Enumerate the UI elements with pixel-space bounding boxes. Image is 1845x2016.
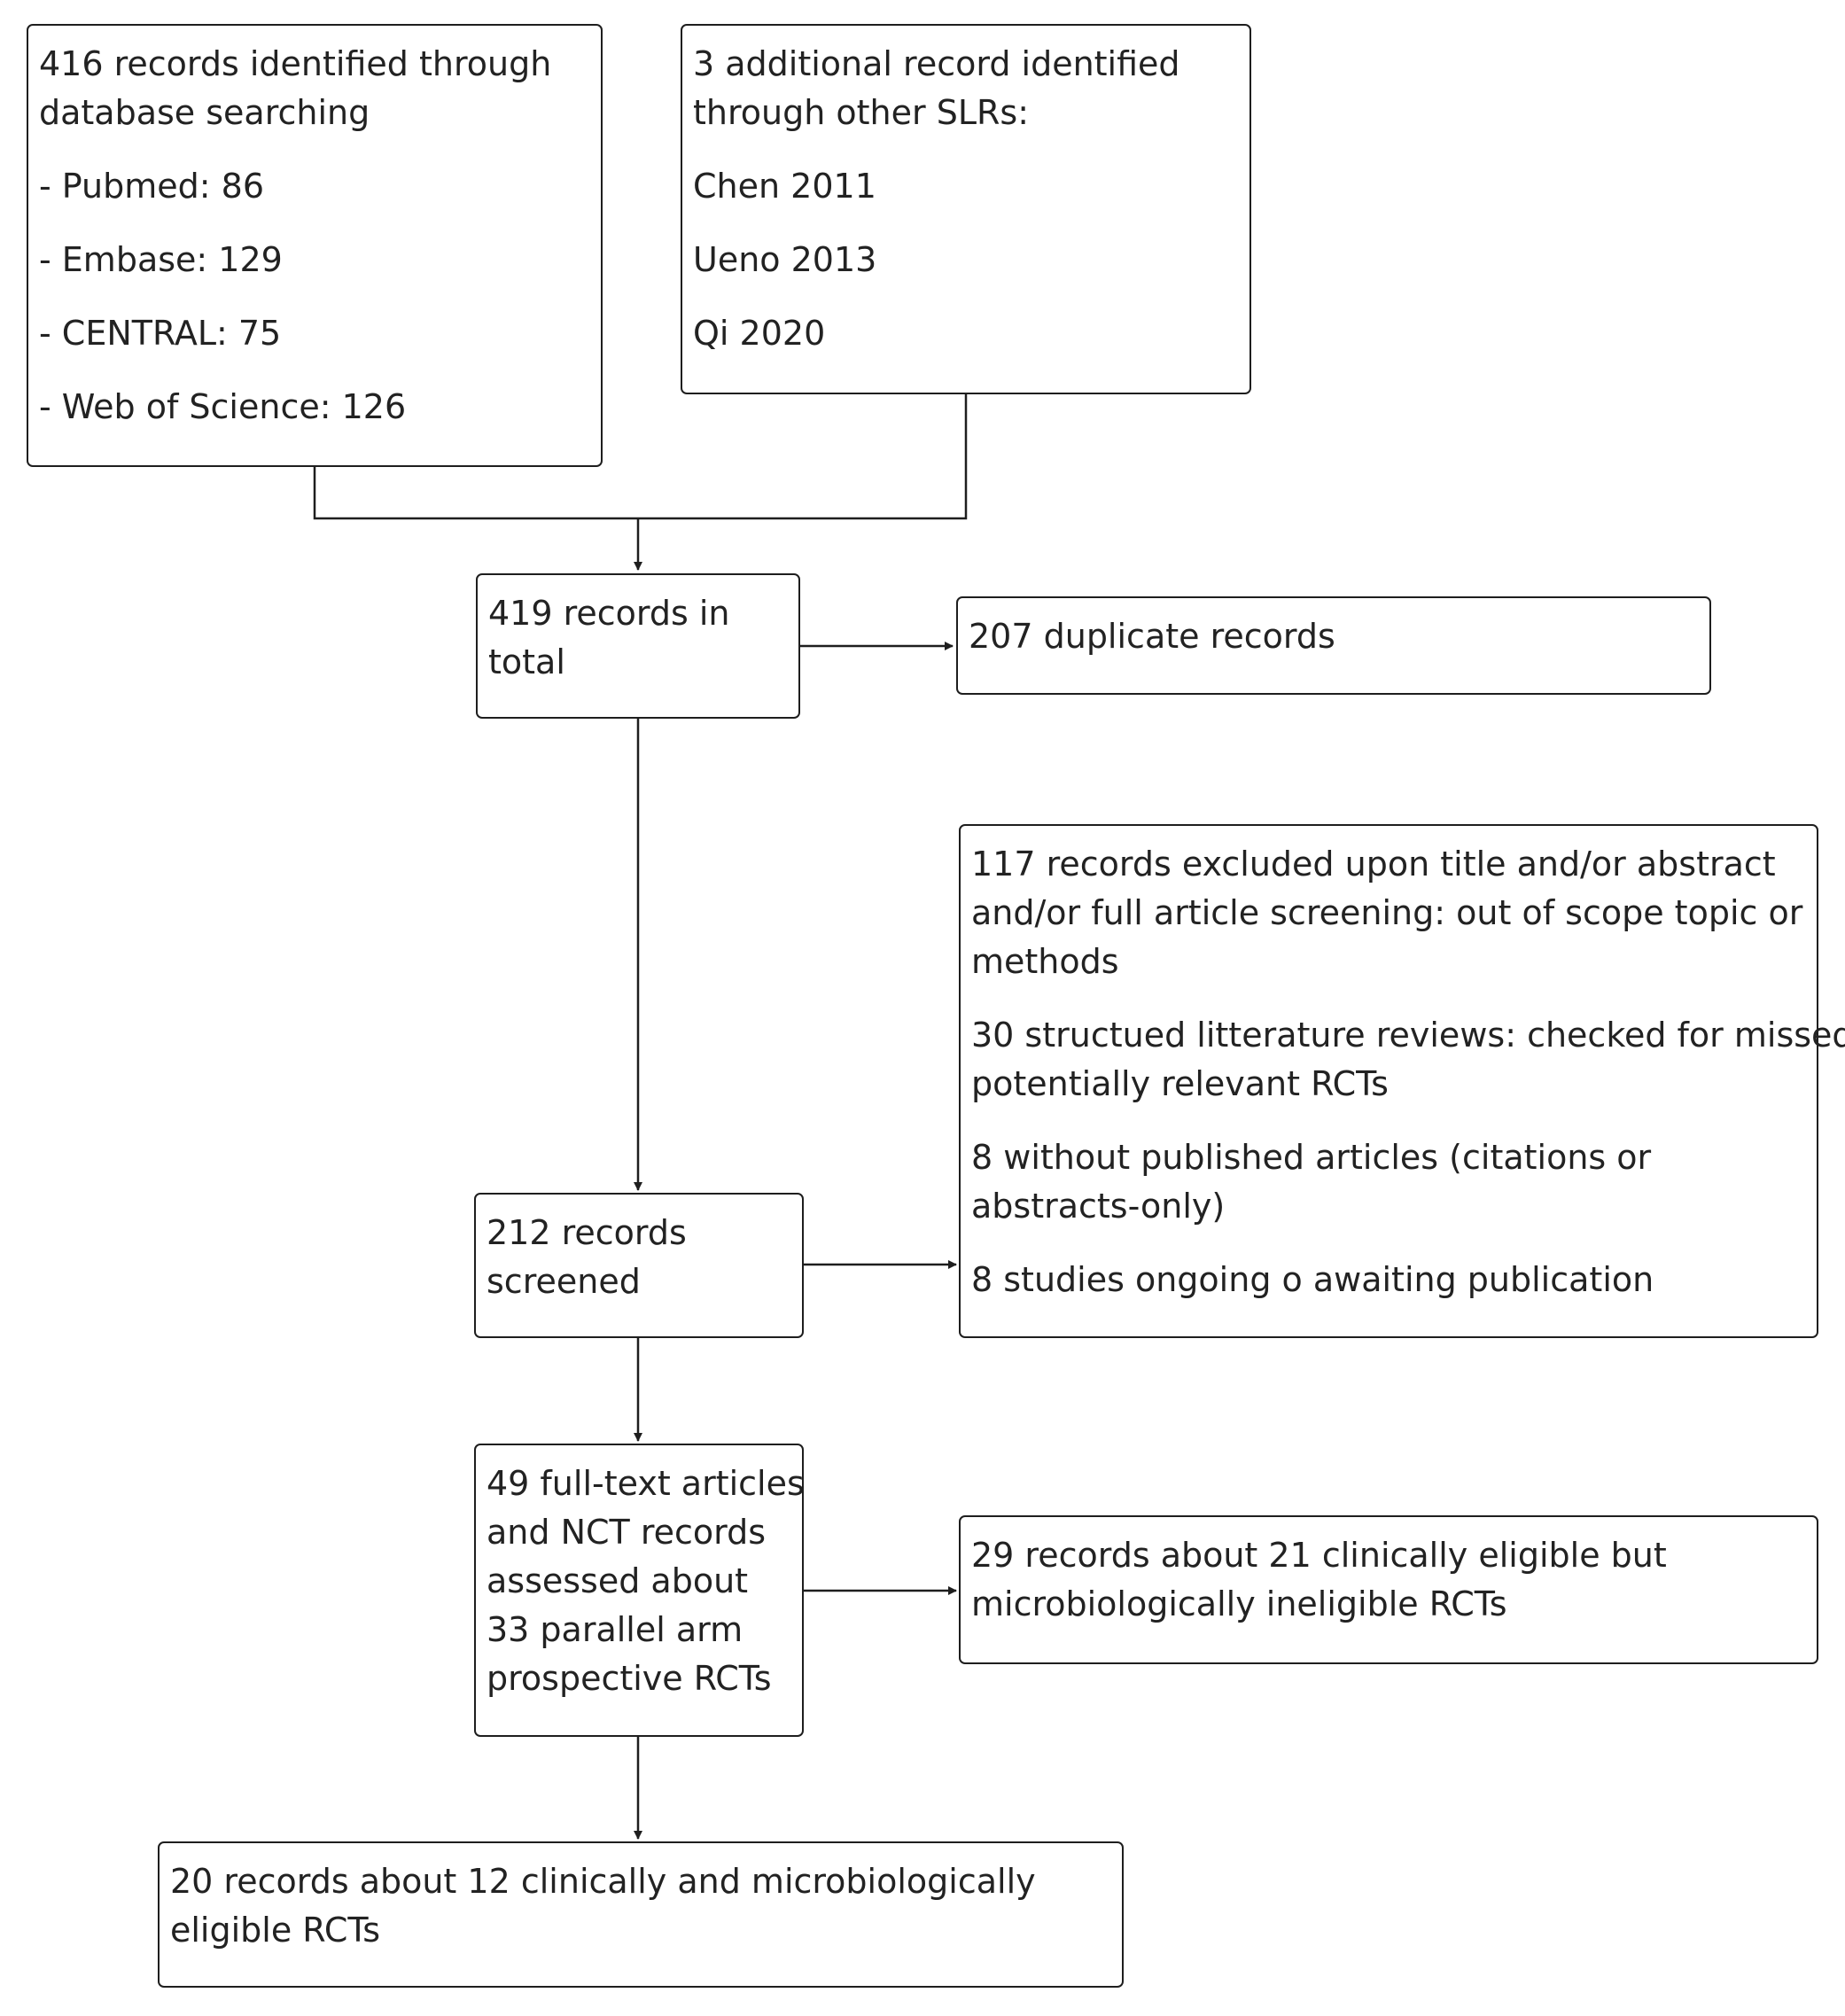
excluded-records-box: 117 records excluded upon title and/or a… xyxy=(959,824,1845,1338)
excluded-reason-line: potentially relevant RCTs xyxy=(971,1064,1389,1103)
excluded-reason-line: and/or full article screening: out of sc… xyxy=(971,893,1803,932)
assessed-records-line: and NCT records xyxy=(487,1513,767,1552)
assessed-records-line: assessed about xyxy=(487,1561,749,1600)
other-slrs-title-line: through other SLRs: xyxy=(693,93,1029,132)
excluded-reason-line: methods xyxy=(971,942,1119,981)
other-slrs-box: 3 additional record identified through o… xyxy=(681,24,1251,394)
assessed-records-line: 49 full-text articles xyxy=(487,1464,805,1503)
database-source-item: - CENTRAL: 75 xyxy=(39,314,282,353)
other-slrs-item: Ueno 2013 xyxy=(693,240,877,279)
screened-records-box: 212 records screened xyxy=(474,1193,804,1338)
other-slrs-item: Qi 2020 xyxy=(693,314,826,353)
assessed-records-box: 49 full-text articles and NCT records as… xyxy=(474,1444,805,1737)
ineligible-records-line: microbiologically ineligible RCTs xyxy=(971,1584,1507,1623)
excluded-reason-line: 8 without published articles (citations … xyxy=(971,1138,1652,1177)
other-slrs-title-line: 3 additional record identified xyxy=(693,44,1180,83)
ineligible-records-line: 29 records about 21 clinically eligible … xyxy=(971,1536,1667,1575)
screened-records-line: screened xyxy=(487,1262,641,1301)
assessed-records-line: 33 parallel arm xyxy=(487,1610,743,1649)
ineligible-records-box: 29 records about 21 clinically eligible … xyxy=(959,1515,1818,1664)
total-records-line: total xyxy=(488,642,565,681)
duplicate-records-line: 207 duplicate records xyxy=(969,617,1335,656)
assessed-records-line: prospective RCTs xyxy=(487,1659,772,1698)
duplicate-records-box: 207 duplicate records xyxy=(956,596,1711,695)
total-records-box: 419 records in total xyxy=(476,573,800,719)
database-source-item: - Pubmed: 86 xyxy=(39,167,264,206)
database-search-box: 416 records identified through database … xyxy=(27,24,603,467)
total-records-line: 419 records in xyxy=(488,594,730,633)
excluded-reason-line: 8 studies ongoing o awaiting publication xyxy=(971,1260,1654,1299)
other-slrs-item: Chen 2011 xyxy=(693,167,876,206)
excluded-reason-line: 30 structued litterature reviews: checke… xyxy=(971,1016,1845,1055)
eligible-records-line: 20 records about 12 clinically and micro… xyxy=(170,1862,1036,1901)
excluded-reason-line: abstracts-only) xyxy=(971,1187,1226,1226)
database-search-title-line: database searching xyxy=(39,93,370,132)
database-search-title-line: 416 records identified through xyxy=(39,44,552,83)
eligible-records-line: eligible RCTs xyxy=(170,1911,381,1950)
database-source-item: - Embase: 129 xyxy=(39,240,283,279)
excluded-reason-line: 117 records excluded upon title and/or a… xyxy=(971,845,1776,883)
database-source-item: - Web of Science: 126 xyxy=(39,387,407,426)
screened-records-line: 212 records xyxy=(487,1213,687,1252)
eligible-records-box: 20 records about 12 clinically and micro… xyxy=(158,1841,1124,1988)
merge-connector xyxy=(313,394,968,520)
